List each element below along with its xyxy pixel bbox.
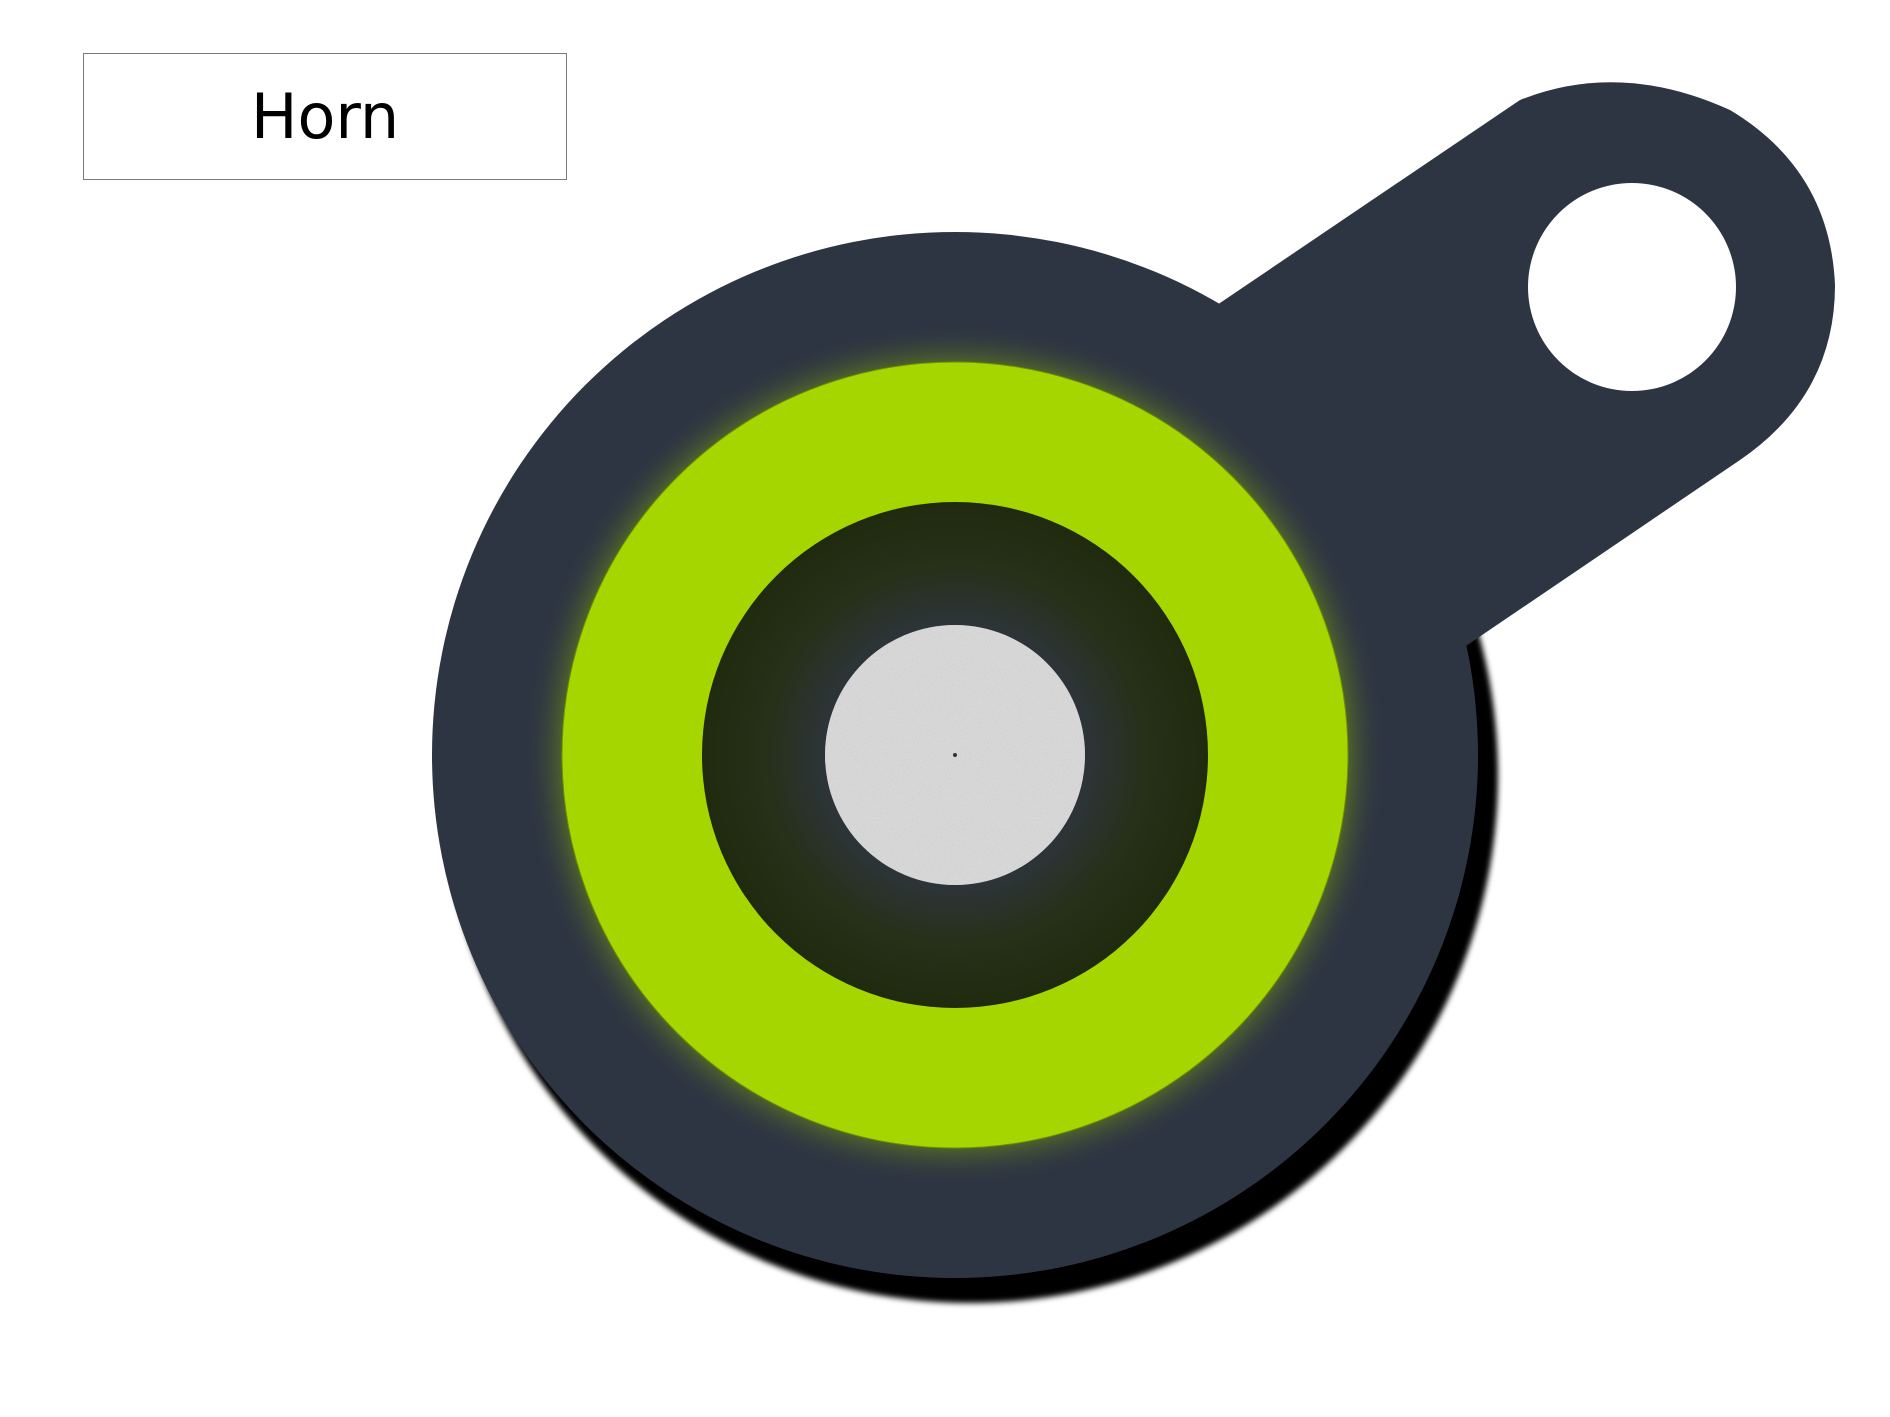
title-label: Horn [250, 79, 400, 153]
center-dot [953, 753, 957, 757]
title-label-box: Horn [83, 53, 567, 180]
bracket-hole [1528, 183, 1736, 391]
